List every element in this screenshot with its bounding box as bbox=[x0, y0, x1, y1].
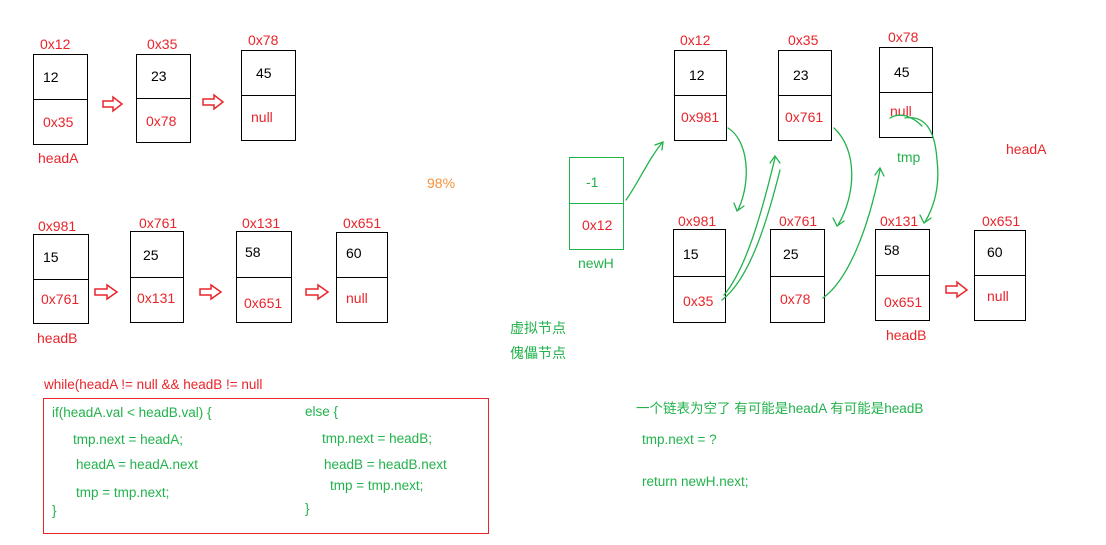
node-value: 12 bbox=[43, 69, 59, 85]
percent-label: 98% bbox=[427, 175, 456, 191]
code-line: headB = headB.next bbox=[324, 457, 447, 472]
list-node: 23 0x78 bbox=[136, 54, 191, 143]
node-next: 0x35 bbox=[43, 114, 74, 130]
code-line: } bbox=[52, 503, 57, 518]
code-line: if(headA.val < headB.val) { bbox=[52, 405, 212, 420]
node-value: 58 bbox=[884, 242, 900, 258]
code-line: } bbox=[305, 501, 310, 516]
node-address: 0x12 bbox=[680, 32, 711, 48]
node-next: null bbox=[890, 103, 912, 119]
list-node: 12 0x35 bbox=[33, 54, 88, 145]
node-address: 0x761 bbox=[779, 213, 818, 229]
node-address: 0x12 bbox=[40, 36, 71, 52]
node-next: 0x78 bbox=[780, 291, 811, 307]
code-line: tmp.next = headB; bbox=[322, 431, 432, 446]
code-line: tmp.next = headA; bbox=[73, 432, 183, 447]
arrow-right-icon bbox=[199, 283, 223, 301]
node-value: 60 bbox=[346, 245, 362, 261]
node-next: 0x78 bbox=[146, 113, 177, 129]
node-address: 0x78 bbox=[888, 29, 919, 45]
node-next: 0x131 bbox=[137, 290, 176, 306]
arrow-right-icon bbox=[94, 283, 119, 301]
while-condition: while(headA != null && headB != null bbox=[44, 377, 263, 392]
node-next: null bbox=[251, 109, 273, 125]
newh-label: newH bbox=[578, 255, 614, 271]
node-address: 0x651 bbox=[982, 213, 1021, 229]
dummy-node-note: 虚拟节点 bbox=[510, 320, 566, 336]
head-label: headA bbox=[38, 150, 79, 166]
node-address: 0x131 bbox=[880, 213, 919, 229]
node-value: 45 bbox=[894, 64, 910, 80]
node-value: 25 bbox=[143, 247, 159, 263]
arrow-right-icon bbox=[202, 93, 225, 111]
node-next: 0x651 bbox=[244, 295, 283, 311]
node-address: 0x131 bbox=[242, 215, 281, 231]
node-next: 0x761 bbox=[41, 291, 80, 307]
list-node: 15 0x761 bbox=[33, 234, 89, 324]
node-address: 0x35 bbox=[788, 32, 819, 48]
empty-list-note: 一个链表为空了 有可能是headA 有可能是headB bbox=[636, 401, 924, 416]
node-value: 15 bbox=[683, 246, 699, 262]
head-label: headB bbox=[37, 330, 78, 346]
node-next: null bbox=[346, 290, 368, 306]
arrow-right-icon bbox=[305, 283, 330, 301]
list-node: 58 0x651 bbox=[236, 231, 292, 323]
head-label: headA bbox=[1006, 141, 1047, 157]
dummy-node-note: 傀儡节点 bbox=[510, 345, 566, 361]
node-next: 0x651 bbox=[884, 294, 923, 310]
list-node: 12 0x981 bbox=[674, 50, 727, 141]
head-label: headB bbox=[886, 327, 927, 343]
node-value: 58 bbox=[245, 244, 261, 260]
arrow-right-icon bbox=[945, 280, 969, 299]
node-next: 0x761 bbox=[785, 109, 824, 125]
node-next: 0x12 bbox=[582, 217, 613, 233]
list-node: 45 null bbox=[879, 47, 933, 138]
node-value: 23 bbox=[793, 67, 809, 83]
node-next: 0x981 bbox=[681, 109, 720, 125]
link-arrow bbox=[727, 127, 747, 211]
node-address: 0x981 bbox=[38, 218, 77, 234]
tmp-label: tmp bbox=[897, 149, 921, 165]
tmp-next-note: tmp.next = ? bbox=[642, 432, 717, 447]
code-line: headA = headA.next bbox=[76, 457, 198, 472]
list-node: 60 null bbox=[974, 230, 1026, 321]
link-arrow bbox=[625, 142, 663, 201]
list-node: 58 0x651 bbox=[875, 229, 930, 321]
node-value: 23 bbox=[151, 68, 167, 84]
node-address: 0x981 bbox=[678, 213, 717, 229]
node-value: -1 bbox=[586, 174, 599, 190]
code-frame bbox=[43, 398, 489, 534]
node-address: 0x35 bbox=[147, 36, 178, 52]
node-address: 0x761 bbox=[139, 215, 178, 231]
code-line: else { bbox=[305, 404, 339, 419]
node-next: null bbox=[987, 288, 1009, 304]
node-address: 0x651 bbox=[343, 215, 382, 231]
list-node: 25 0x78 bbox=[770, 229, 825, 323]
node-value: 45 bbox=[256, 65, 272, 81]
code-line: tmp = tmp.next; bbox=[76, 485, 170, 500]
list-node: 60 null bbox=[336, 232, 388, 323]
list-node: 25 0x131 bbox=[130, 231, 184, 323]
node-value: 25 bbox=[783, 246, 799, 262]
node-value: 12 bbox=[689, 67, 705, 83]
list-node: 15 0x35 bbox=[673, 229, 726, 323]
arrow-right-icon bbox=[102, 95, 124, 113]
return-line: return newH.next; bbox=[642, 474, 749, 489]
dummy-head-node: -1 0x12 bbox=[569, 157, 624, 250]
list-node: 23 0x761 bbox=[778, 50, 832, 141]
link-arrow bbox=[723, 157, 776, 296]
node-value: 15 bbox=[43, 249, 59, 265]
link-arrow bbox=[822, 169, 881, 299]
node-address: 0x78 bbox=[248, 32, 279, 48]
link-arrow bbox=[833, 127, 853, 226]
code-line: tmp = tmp.next; bbox=[330, 478, 424, 493]
list-node: 45 null bbox=[241, 50, 296, 141]
node-next: 0x35 bbox=[683, 293, 714, 309]
node-value: 60 bbox=[987, 244, 1003, 260]
